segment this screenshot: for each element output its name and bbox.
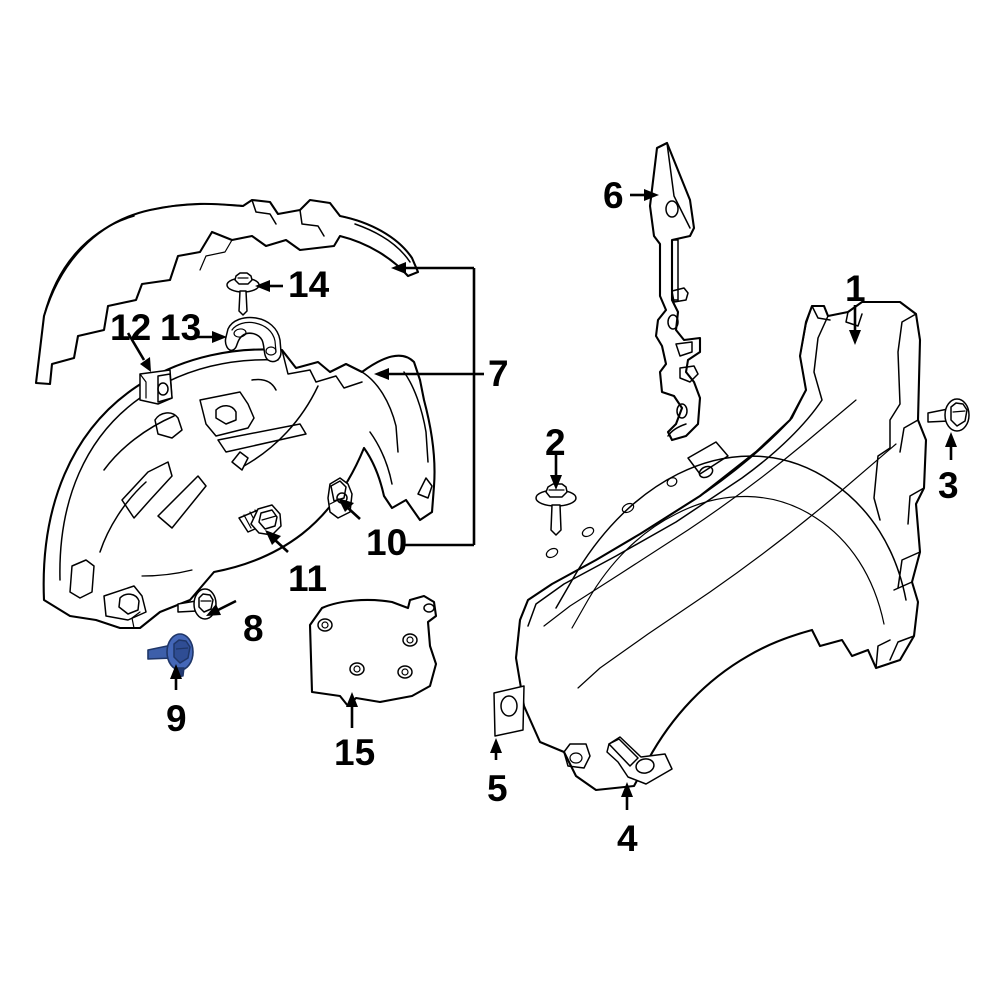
part-2-fender-bolt-upper [535,483,577,536]
callout-label-4: 4 [617,818,638,859]
leader-9 [170,664,182,690]
leader-10 [338,498,361,520]
leader-15 [346,692,358,728]
callout-label-5: 5 [487,768,508,809]
callout-label-6: 6 [603,175,624,216]
leader-2 [550,455,562,490]
leader-13 [196,331,227,343]
callout-label-15: 15 [334,732,376,773]
callout-label-11: 11 [288,558,328,599]
part-4-fender-lower-bracket [606,736,673,785]
part-1-front-fender-panel [514,300,928,792]
part-15-liner-splash-panel [308,594,438,708]
leader-12 [126,332,151,372]
callout-label-7: 7 [488,353,509,394]
part-10-liner-clip-lower [327,477,353,519]
callout-label-8: 8 [243,608,264,649]
leader-6 [630,189,659,201]
callout-label-3: 3 [938,465,959,506]
leader-8 [206,599,237,616]
part-6-fender-reinforcement-brace [648,141,702,442]
leader-7-bracket [374,262,484,547]
part-7-upper-liner-shield [34,198,420,386]
part-11-liner-hex-bolt [238,504,282,536]
callout-label-1: 1 [845,268,866,309]
part-5-fender-mounting-plate [493,685,525,737]
callout-label-9: 9 [166,698,187,739]
leader-4 [621,782,633,810]
callout-label-14: 14 [288,264,330,305]
callout-label-13: 13 [160,307,202,348]
part-14-liner-upper-screw [226,272,260,316]
part-3-fender-screw-rear [927,398,970,432]
part-12-liner-clip-front [139,369,173,405]
callout-label-2: 2 [545,422,566,463]
part-7-main-fender-liner [42,348,436,630]
callout-label-10: 10 [366,522,408,563]
leader-11 [265,530,289,553]
leader-3 [945,432,957,460]
part-9-liner-retaining-screw-highlighted [147,633,194,678]
callout-label-12: 12 [110,307,152,348]
leader-5 [490,738,502,760]
leader-1 [849,305,861,345]
leader-14 [255,280,283,292]
part-13-liner-bracket-hook [224,316,282,363]
